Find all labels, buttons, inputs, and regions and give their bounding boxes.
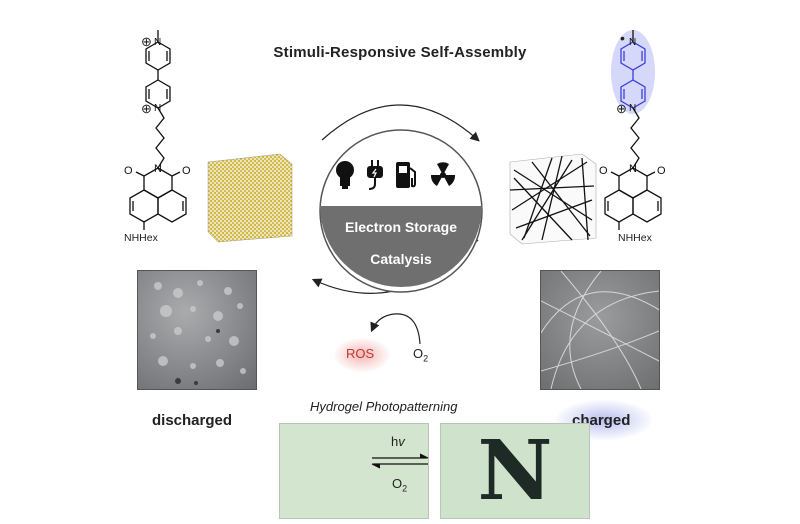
- o2-label: O2: [413, 346, 429, 364]
- central-circle: [319, 129, 483, 293]
- left-nanostructure-cube: [207, 153, 293, 243]
- right-molecule-structure: O O N N N: [599, 30, 666, 230]
- o2-reduction-arrow: [370, 313, 421, 345]
- svg-text:O: O: [182, 165, 191, 177]
- svg-text:N: N: [154, 103, 161, 114]
- svg-text:N: N: [629, 163, 637, 175]
- hv-label: hv: [391, 434, 405, 449]
- lightbulb-icon: [334, 160, 356, 195]
- left-plus-bottom: ⊕: [141, 101, 152, 116]
- tem-image-charged: [540, 270, 660, 390]
- right-plus-bottom: ⊕: [616, 101, 627, 116]
- center-label-catalysis: Catalysis: [370, 251, 432, 267]
- svg-text:N: N: [154, 163, 162, 175]
- hydrogel-patterned-panel: N: [440, 423, 590, 519]
- ros-glow: [334, 338, 390, 372]
- pattern-letter: N: [477, 423, 553, 519]
- discharged-label: discharged: [152, 412, 233, 429]
- right-radical-dot: •: [620, 30, 625, 46]
- svg-text:O: O: [657, 165, 666, 177]
- radiation-icon: [428, 160, 458, 195]
- svg-text:N: N: [629, 103, 636, 114]
- right-amine-label: NHHex: [618, 232, 652, 244]
- center-label-electron-storage: Electron Storage: [344, 219, 458, 235]
- o2-reverse-label: O2: [392, 476, 408, 494]
- reversible-arrows: [371, 453, 429, 469]
- fuel-pump-icon: [394, 160, 418, 195]
- tem-image-discharged: [137, 270, 257, 390]
- diagram-title: Stimuli-Responsive Self-Assembly: [273, 44, 527, 61]
- svg-text:N: N: [154, 37, 161, 48]
- left-molecule-structure: O O N N N: [124, 30, 191, 230]
- right-nanofiber-cube: [509, 153, 597, 245]
- plug-icon: [364, 160, 386, 195]
- left-plus-top: ⊕: [141, 34, 152, 49]
- svg-text:N: N: [629, 37, 636, 48]
- hydrogel-plain-panel: [279, 423, 429, 519]
- photopatterning-title: Hydrogel Photopatterning: [310, 399, 458, 414]
- ros-label: ROS: [346, 346, 375, 361]
- svg-text:O: O: [599, 165, 608, 177]
- svg-text:O: O: [124, 165, 133, 177]
- left-amine-label: NHHex: [124, 232, 158, 244]
